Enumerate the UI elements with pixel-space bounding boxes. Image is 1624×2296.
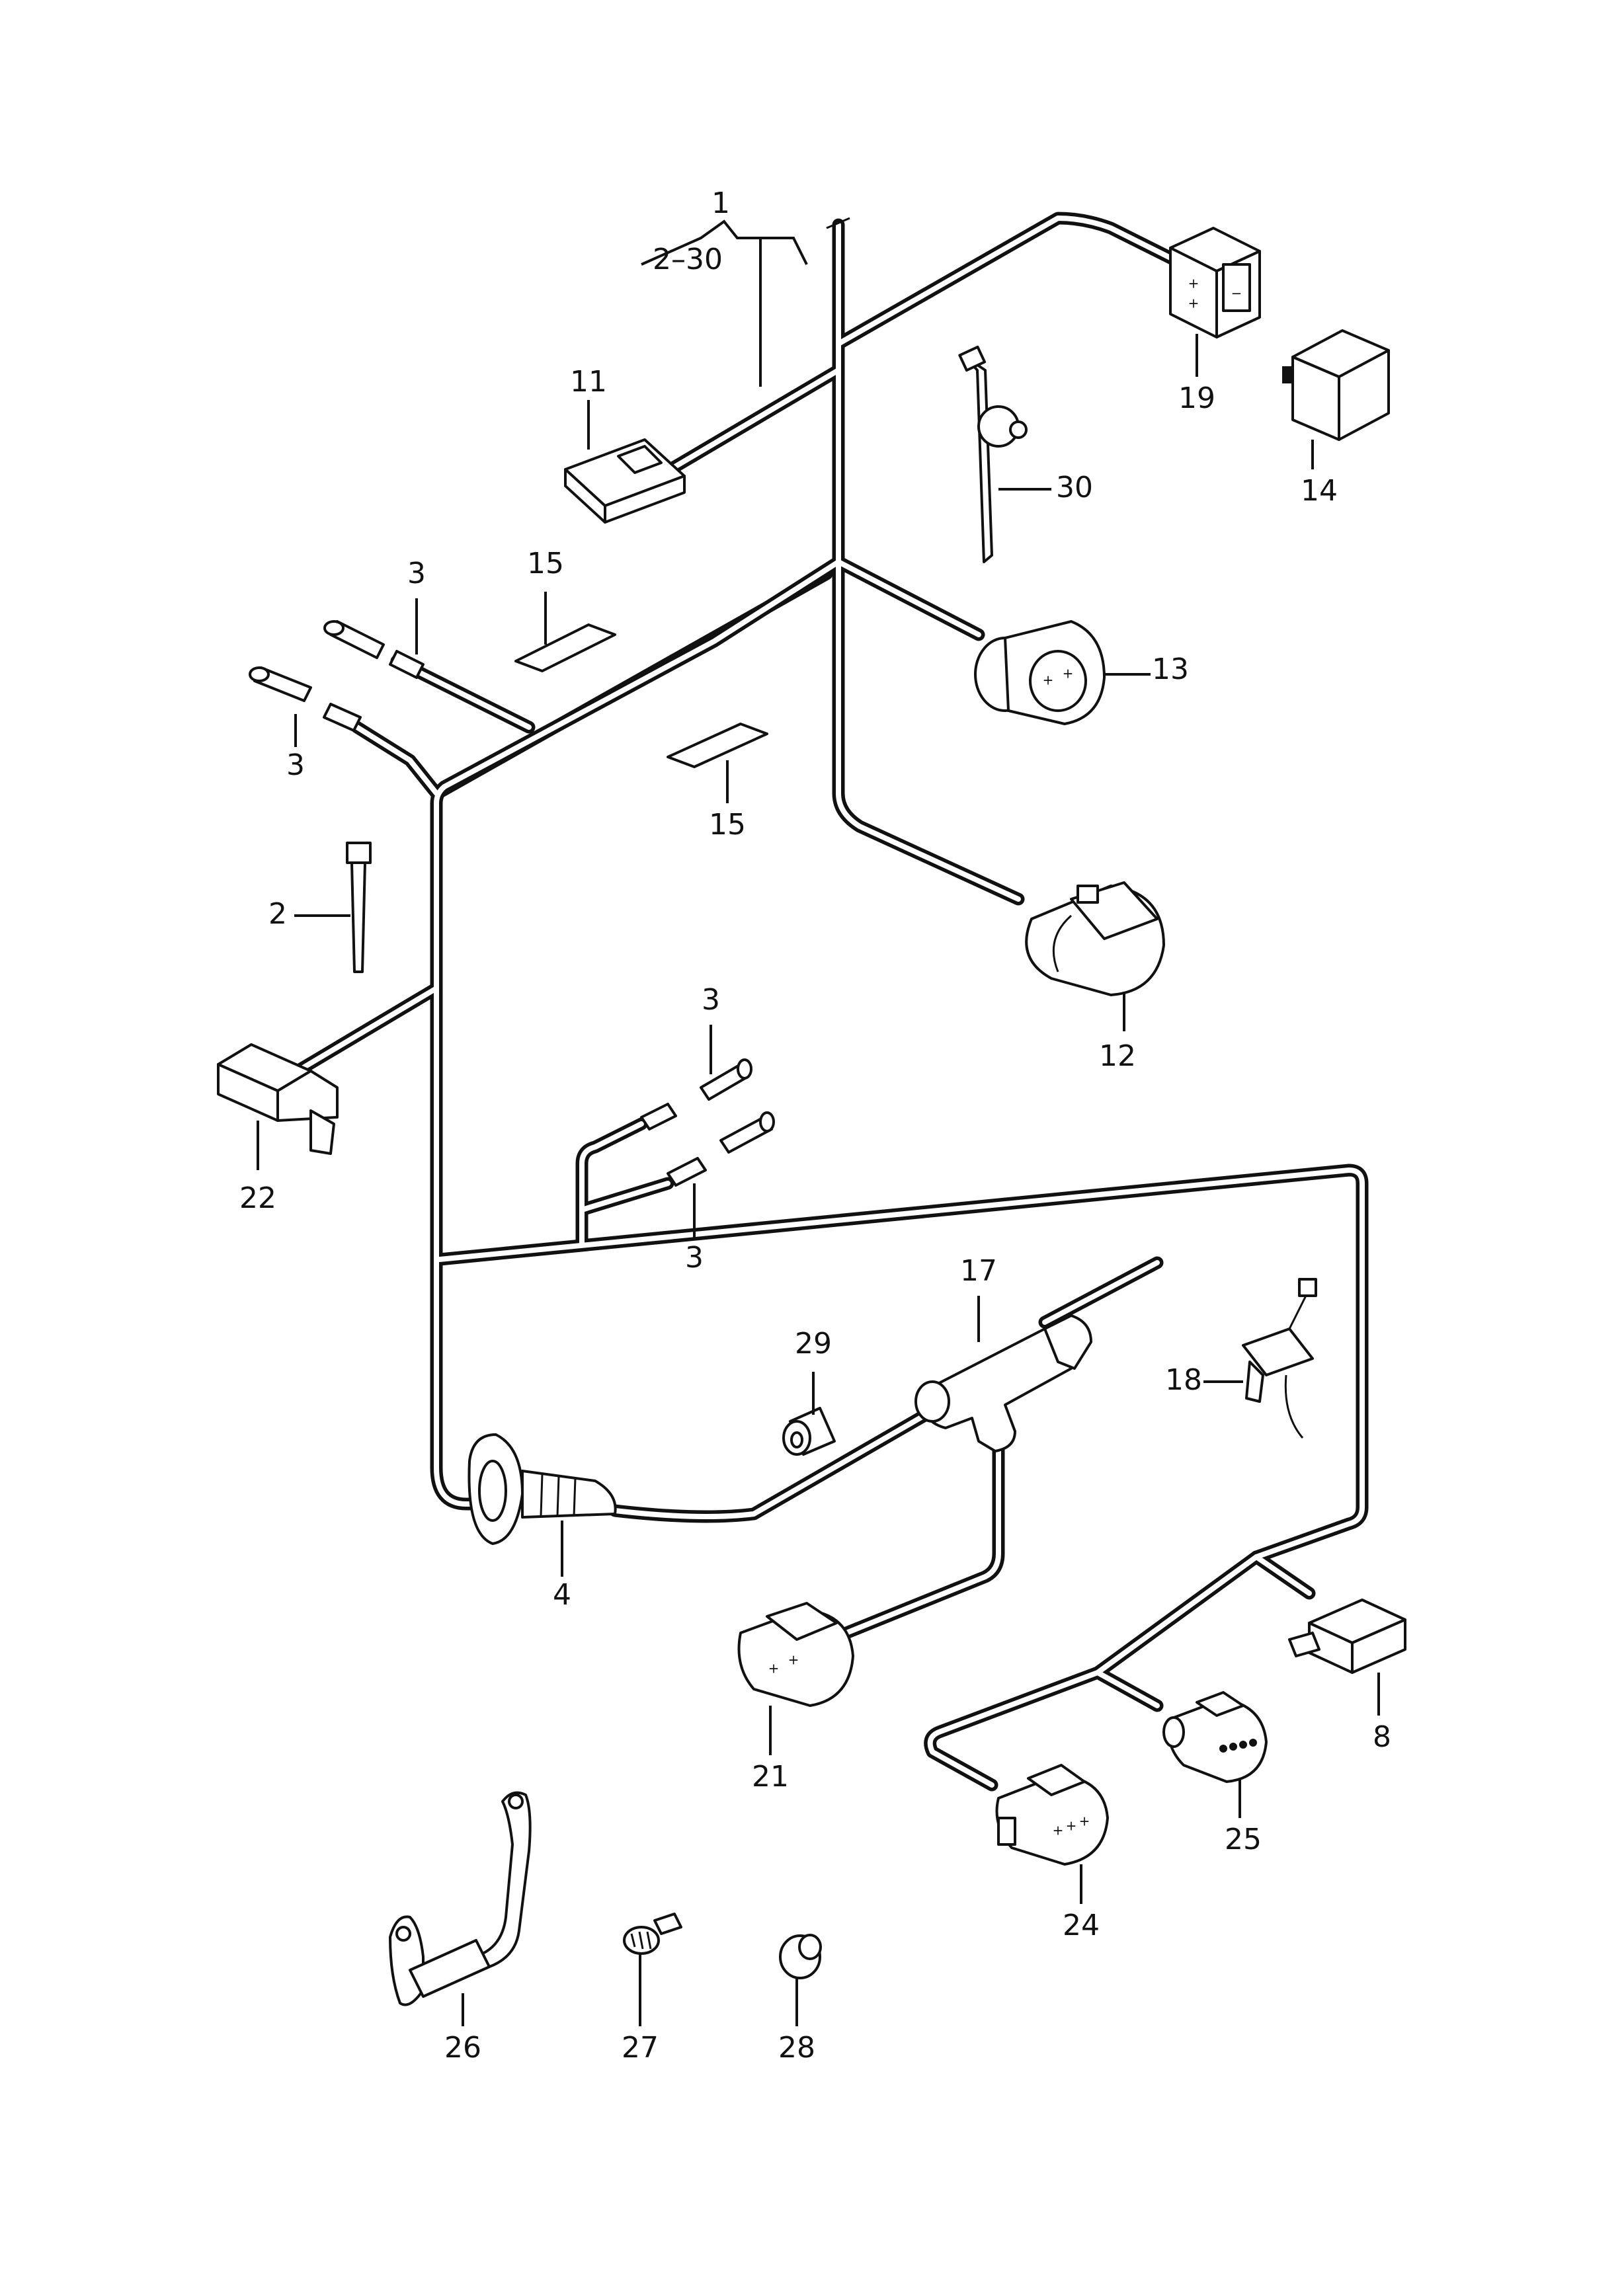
callout-3-top: 3	[407, 557, 426, 590]
terminal-3-top-b	[249, 666, 362, 732]
callout-25: 25	[1225, 1823, 1262, 1856]
callout-24: 24	[1063, 1909, 1100, 1942]
sensor-18	[1242, 1278, 1317, 1439]
pin-mark-plus: +	[1079, 1813, 1090, 1829]
pin-mark-plus: +	[1188, 296, 1199, 311]
pin-mark-plus: +	[788, 1652, 799, 1668]
connector-8	[1288, 1599, 1406, 1674]
callout-labels: 1 2–30 11 19 14 30 13 12 15 15 3 3 2 22 …	[239, 186, 1391, 2065]
pin-mark-plus: +	[1043, 672, 1054, 688]
callout-30: 30	[1056, 471, 1093, 504]
callout-14: 14	[1301, 474, 1338, 508]
terminal-3-top-a	[323, 620, 425, 679]
bushing-29	[782, 1407, 836, 1456]
callout-27: 27	[622, 2031, 659, 2065]
callout-2: 2	[268, 897, 287, 931]
callout-4: 4	[553, 1578, 571, 1612]
callout-11: 11	[570, 365, 607, 399]
screw-27	[623, 1913, 682, 1955]
callout-8: 8	[1373, 1720, 1391, 1754]
harness-wires	[291, 212, 1369, 1792]
callout-12: 12	[1099, 1039, 1136, 1073]
callout-13: 13	[1152, 653, 1189, 686]
callout-22: 22	[239, 1181, 276, 1215]
grommet-4	[467, 1433, 617, 1545]
adhesive-pad-15-top	[514, 623, 616, 672]
connector-22	[217, 1043, 339, 1155]
plug-28	[779, 1934, 822, 1979]
callout-3-left: 3	[286, 748, 305, 782]
callout-3-mid-bottom: 3	[685, 1241, 704, 1275]
connector-13: + +	[974, 620, 1106, 725]
adhesive-pad-15-mid	[667, 723, 768, 768]
connector-25	[1162, 1691, 1268, 1783]
connector-21: + +	[737, 1602, 854, 1707]
callout-28: 28	[778, 2031, 815, 2065]
connector-12	[1025, 881, 1165, 996]
callout-15-mid: 15	[709, 808, 746, 842]
pin-mark-plus: +	[1066, 1818, 1077, 1834]
connector-24: + + +	[995, 1764, 1109, 1866]
pin-mark-plus: +	[1053, 1823, 1064, 1839]
relay-14	[1282, 329, 1390, 441]
callout-19: 19	[1178, 381, 1215, 415]
pin-mark-plus: +	[1188, 276, 1199, 292]
callout-26: 26	[444, 2031, 481, 2065]
cable-tie-2	[346, 842, 372, 973]
callout-3-mid-top: 3	[702, 983, 720, 1017]
callout-15-top: 15	[527, 547, 564, 580]
callout-21: 21	[752, 1760, 789, 1794]
cable-tie-30	[958, 345, 1028, 563]
ground-strap-26	[389, 1791, 532, 2006]
callout-17: 17	[960, 1254, 997, 1288]
terminal-3-mid-a	[640, 1058, 752, 1130]
pin-mark-plus: +	[1063, 666, 1074, 682]
terminal-3-mid-b	[667, 1111, 775, 1187]
relay-holder-19: + + −	[1169, 227, 1261, 338]
callout-1-range: 2–30	[653, 243, 723, 276]
connector-11	[564, 438, 686, 524]
callout-18: 18	[1165, 1363, 1202, 1397]
callout-1: 1	[711, 186, 730, 220]
pin-mark-plus: +	[768, 1661, 780, 1677]
callout-29: 29	[795, 1327, 832, 1361]
leader-lines	[257, 219, 1380, 2026]
junction-boot-17	[914, 1314, 1092, 1452]
pin-mark-minus: −	[1231, 286, 1242, 301]
